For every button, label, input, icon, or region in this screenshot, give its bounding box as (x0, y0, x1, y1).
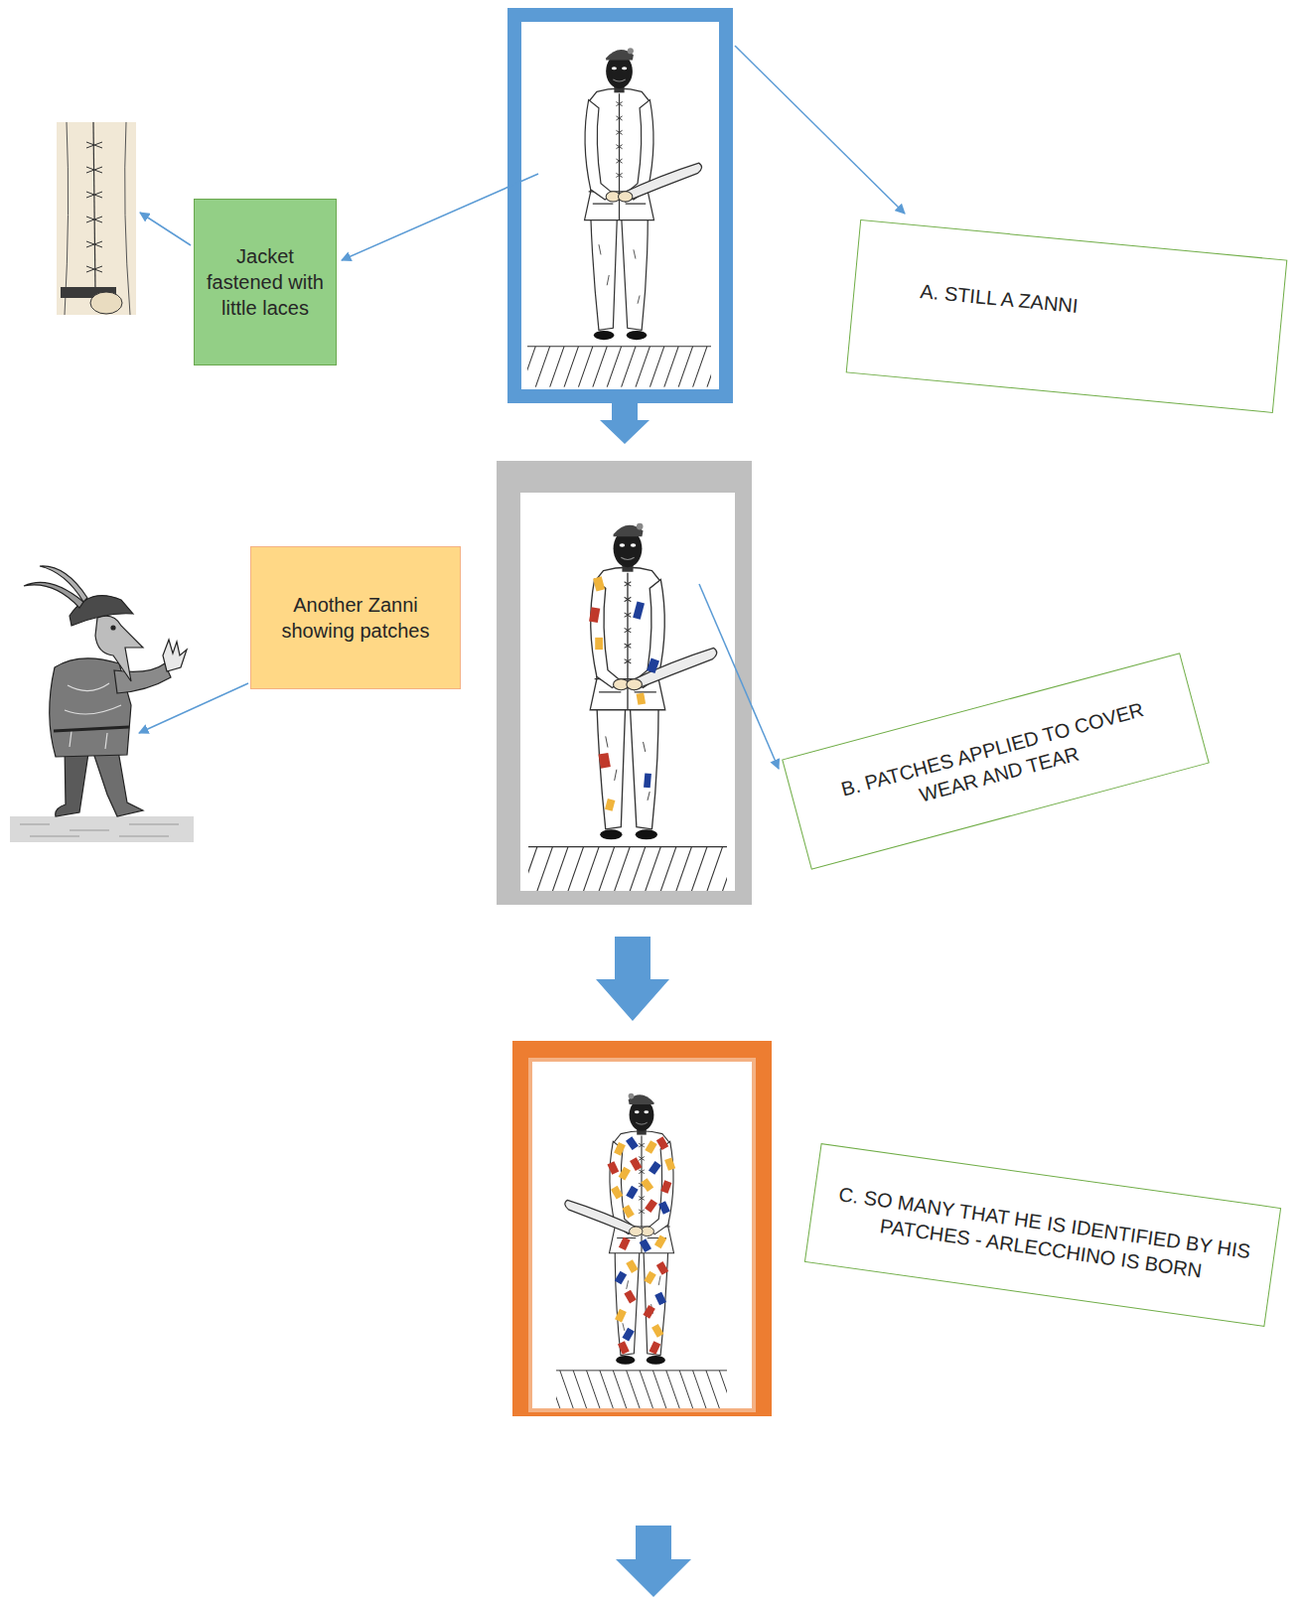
costume-patch (658, 1200, 671, 1215)
costume-patch (618, 1236, 631, 1251)
costume-patch (597, 752, 610, 769)
costume-patch (610, 1185, 623, 1200)
costume-patch (623, 1290, 636, 1304)
costume-patch (632, 601, 645, 620)
arlecchino-figure (546, 1093, 732, 1409)
costume-patch (625, 1185, 638, 1200)
costume-patch (660, 1179, 672, 1193)
figure-frame (507, 7, 733, 404)
costume-patch (588, 606, 600, 623)
figure-frame (507, 7, 733, 404)
costume-patch (664, 1156, 676, 1170)
zanni-woodcut (39, 566, 88, 602)
figure-frame (512, 1040, 772, 1417)
box-text: Jacket fastened with little laces (206, 243, 324, 321)
costume-patch (640, 1177, 654, 1192)
costume-patch (656, 1136, 669, 1151)
figure-frame (496, 460, 752, 905)
figure-frame (546, 1093, 732, 1409)
zanni-woodcut (95, 615, 144, 682)
box-text: B. PATCHES APPLIED TO COVER WEAR AND TEA… (807, 687, 1183, 835)
costume-patch (644, 1198, 658, 1213)
zanni-woodcut (53, 726, 130, 731)
block-arrow (615, 1525, 692, 1597)
costume-patch (642, 1304, 655, 1319)
leader-line (139, 45, 905, 769)
costume-patch (654, 1234, 667, 1249)
leader-line (140, 212, 191, 246)
costume-patch (592, 576, 605, 591)
figure-frame (521, 47, 722, 388)
costume-patch (643, 1271, 656, 1286)
costume-patch (629, 1156, 642, 1171)
block-arrow (595, 403, 692, 1597)
figure-frame (496, 460, 752, 905)
leader-line (341, 173, 539, 261)
laces-inset (93, 122, 96, 291)
costume-patch (606, 1160, 619, 1175)
laces-inset (56, 122, 137, 315)
callout-box: A. STILL A ZANNI (846, 219, 1289, 414)
costume-patch (617, 1340, 630, 1355)
costume-patch (643, 772, 652, 788)
callout-box: C. SO MANY THAT HE IS IDENTIFIED BY HIS … (804, 1143, 1282, 1327)
costume-patch (621, 1204, 634, 1219)
figure-frame (512, 1040, 772, 1417)
laces-inset (90, 291, 123, 314)
costume-patch (604, 798, 615, 812)
figure-frame (521, 523, 738, 891)
costume-patch (648, 1340, 661, 1355)
zanni-figure (521, 523, 738, 891)
costume-patch (648, 1160, 662, 1175)
figure-frame (528, 1057, 756, 1413)
laces-inset (86, 142, 103, 273)
costume-patch (646, 657, 660, 674)
zanni-woodcut (162, 639, 187, 672)
note-box: Another Zanni showing patches (250, 546, 461, 690)
costume-patch (614, 1308, 627, 1323)
costume-patch (656, 1261, 669, 1276)
costume-patch (625, 1259, 638, 1274)
zanni-woodcut (9, 566, 194, 843)
costume-patch (651, 1323, 664, 1338)
zanni-woodcut (64, 683, 122, 749)
leader-line (139, 683, 249, 733)
costume-patch (594, 637, 603, 650)
zanni-woodcut (9, 816, 194, 843)
figure-frame (532, 1061, 752, 1409)
note-box: Jacket fastened with little laces (193, 198, 337, 366)
costume-patch (618, 1166, 631, 1181)
callout-box: B. PATCHES APPLIED TO COVER WEAR AND TEA… (781, 652, 1210, 869)
laces-inset (64, 122, 131, 315)
costume-patch (621, 1327, 634, 1342)
leader-line (734, 45, 905, 214)
block-arrow (595, 936, 670, 1021)
zanni-woodcut (19, 824, 179, 837)
costume-patch (588, 576, 660, 811)
costume-patch (639, 1238, 652, 1253)
costume-patch (606, 1136, 676, 1354)
leader-line (699, 583, 779, 769)
costume-patch (636, 692, 647, 705)
costume-patch (644, 1140, 657, 1155)
zanni-figure (521, 47, 722, 388)
box-text: C. SO MANY THAT HE IS IDENTIFIED BY HIS … (824, 1178, 1263, 1291)
laces-inset (56, 122, 137, 315)
costume-patch (613, 1142, 626, 1156)
block-arrow (599, 403, 650, 444)
zanni-woodcut (111, 625, 116, 630)
costume-patch (614, 1271, 627, 1286)
costume-patch (654, 1292, 667, 1306)
box-text: A. STILL A ZANNI (919, 278, 1263, 336)
box-text: Another Zanni showing patches (265, 591, 446, 644)
costume-patch (625, 1136, 639, 1151)
